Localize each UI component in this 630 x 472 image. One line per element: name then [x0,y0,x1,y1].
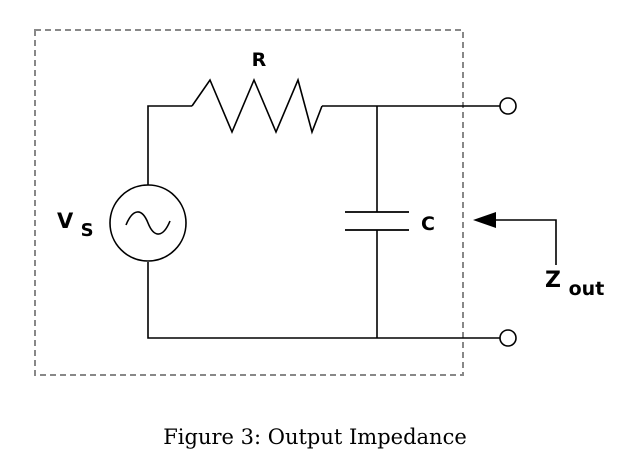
ac-source-symbol [109,184,187,262]
source-label: V S [57,209,94,241]
source-label-subscript: S [81,220,94,241]
resistor-symbol [191,77,323,135]
output-terminal-bottom [499,329,517,347]
output-impedance-label-subscript: out [569,278,605,300]
circuit-wires [147,105,500,339]
sine-wave-icon [125,211,171,235]
figure-caption: Figure 3: Output Impedance [163,425,467,449]
capacitor-symbol [345,211,409,231]
resistor-label: R [252,49,267,71]
zout-arrow [473,212,557,265]
source-label-main: V [57,209,74,233]
output-terminal-top [499,97,517,115]
arrowhead-icon [473,212,496,228]
wire-source-bottom [147,262,500,339]
output-impedance-label: Z out [545,268,604,300]
capacitor-label: C [421,213,435,235]
output-impedance-label-main: Z [545,268,561,293]
wire-source-top [147,105,192,185]
dashed-boundary [34,29,464,376]
